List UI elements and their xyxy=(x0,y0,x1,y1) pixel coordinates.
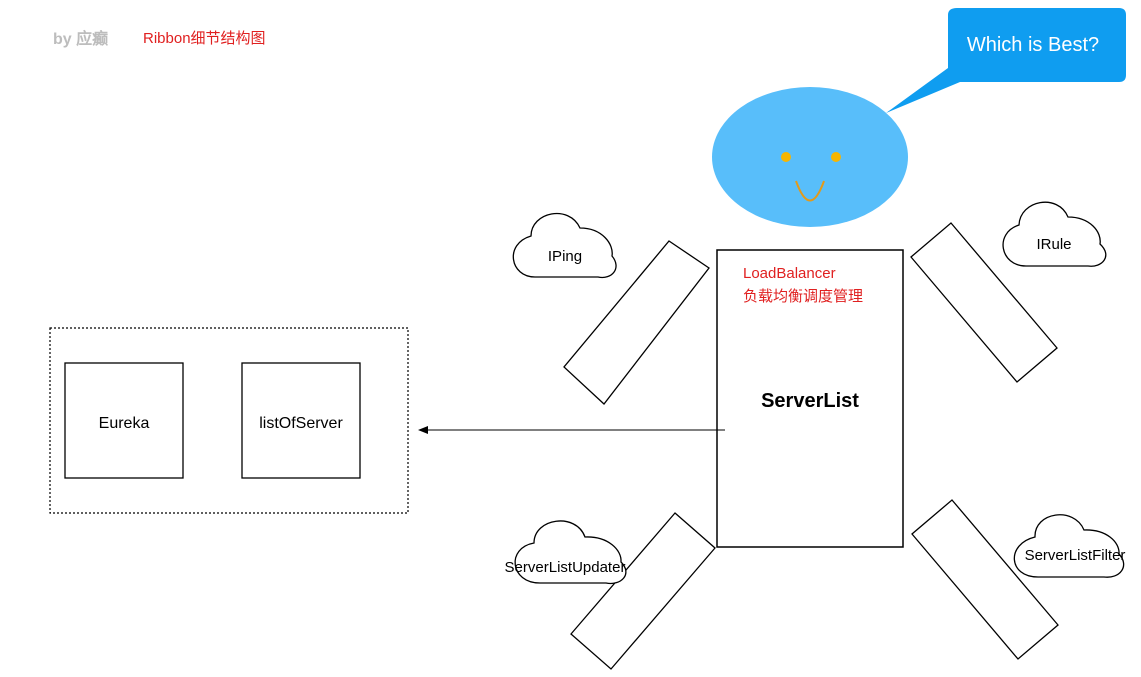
listofserver-label: listOfServer xyxy=(259,415,343,432)
cloud-iping-label: IPing xyxy=(548,248,582,265)
eureka-box xyxy=(64,362,184,479)
cloud-updater-label: ServerListUpdater xyxy=(505,559,626,576)
mouth xyxy=(795,180,825,202)
fetch-arrow-head xyxy=(418,426,428,434)
smiley-face xyxy=(712,87,908,227)
leg-right xyxy=(911,499,1059,660)
listofserver-box xyxy=(241,362,361,479)
cloud-irule-label: IRule xyxy=(1036,236,1071,253)
eureka-label: Eureka xyxy=(99,415,150,432)
speech-bubble-shape xyxy=(886,8,1126,113)
cloud-irule xyxy=(1002,201,1107,267)
cloud-updater xyxy=(514,520,627,585)
left-eye xyxy=(781,152,791,162)
server-source-container xyxy=(49,327,409,514)
cloud-filter-label: ServerListFilter xyxy=(1025,547,1126,564)
arm-right xyxy=(910,222,1058,383)
leg-left xyxy=(570,512,716,670)
cloud-iping xyxy=(512,212,617,279)
loadbalancer-subtitle: 负载均衡调度管理 xyxy=(743,288,863,305)
speech-bubble-text: Which is Best? xyxy=(967,34,1099,56)
face-head xyxy=(712,87,908,227)
diagram-title: Ribbon细节结构图 xyxy=(143,30,266,47)
author-label: by 应癫 xyxy=(53,29,108,48)
loadbalancer-title: LoadBalancer xyxy=(743,265,836,282)
arm-left xyxy=(563,240,710,405)
cloud-filter xyxy=(1013,514,1125,578)
speech-bubble: Which is Best? xyxy=(886,8,1126,113)
serverlist-label: ServerList xyxy=(761,390,859,412)
right-eye xyxy=(831,152,841,162)
serverlist-body xyxy=(716,249,904,548)
